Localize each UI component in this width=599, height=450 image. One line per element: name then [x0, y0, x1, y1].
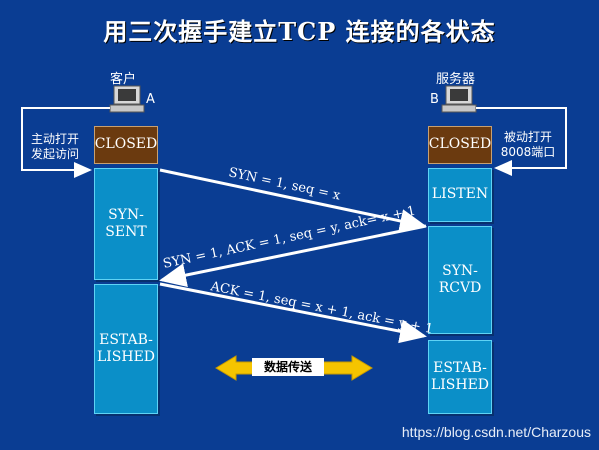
client-open-arrow — [21, 107, 110, 178]
server-side-note: 被动打开 8008端口 — [497, 126, 559, 164]
server-label: 服务器 — [436, 72, 476, 87]
client-letter: A — [146, 92, 155, 107]
client-established-line-2: LISHED — [96, 349, 156, 365]
syn-arrow — [159, 168, 427, 233]
ack-label: ACK = 1, seq = x + 1, ack = y + 1 — [208, 279, 434, 337]
watermark: https://blog.csdn.net/Charzous — [401, 424, 591, 440]
client-established-state: ESTAB- LISHED — [94, 284, 158, 414]
client-side-note: 主动打开 发起访问 — [24, 128, 86, 166]
client-note-line-1: 主动打开 — [30, 132, 79, 146]
client-computer-icon — [109, 85, 145, 113]
syn-ack-arrow — [159, 224, 427, 287]
data-transfer-label: 数据传送 — [252, 358, 324, 376]
client-syn-sent-line-1: SYN- — [108, 206, 144, 223]
server-syn-rcvd-state: SYN- RCVD — [428, 226, 492, 334]
server-established-state: ESTAB- LISHED — [428, 340, 492, 414]
server-listen-state: LISTEN — [428, 168, 492, 222]
client-established-line-1: ESTAB- — [99, 331, 153, 348]
server-established-line-2: LISHED — [430, 377, 490, 393]
ack-arrow — [159, 282, 427, 344]
server-note-line-2: 8008端口 — [500, 145, 556, 159]
server-note-line-1: 被动打开 — [503, 130, 552, 144]
server-established-line-1: ESTAB- — [433, 359, 487, 376]
server-computer-icon — [441, 85, 477, 113]
diagram-title: 用三次握手建立TCP 连接的各状态 — [103, 17, 496, 46]
server-closed-state: CLOSED — [428, 126, 492, 164]
client-note-line-2: 发起访问 — [30, 147, 79, 161]
server-letter: B — [430, 92, 439, 107]
client-syn-sent-line-2: SENT — [105, 224, 147, 240]
server-open-arrow — [476, 107, 567, 176]
server-syn-rcvd-line-2: RCVD — [438, 280, 482, 296]
server-syn-rcvd-line-1: SYN- — [442, 262, 478, 279]
client-closed-state: CLOSED — [94, 126, 158, 164]
client-syn-sent-state: SYN- SENT — [94, 168, 158, 280]
client-label: 客户 — [110, 72, 137, 87]
syn-ack-label: SYN = 1, ACK = 1, seq = y, ack= x + 1 — [162, 204, 417, 272]
